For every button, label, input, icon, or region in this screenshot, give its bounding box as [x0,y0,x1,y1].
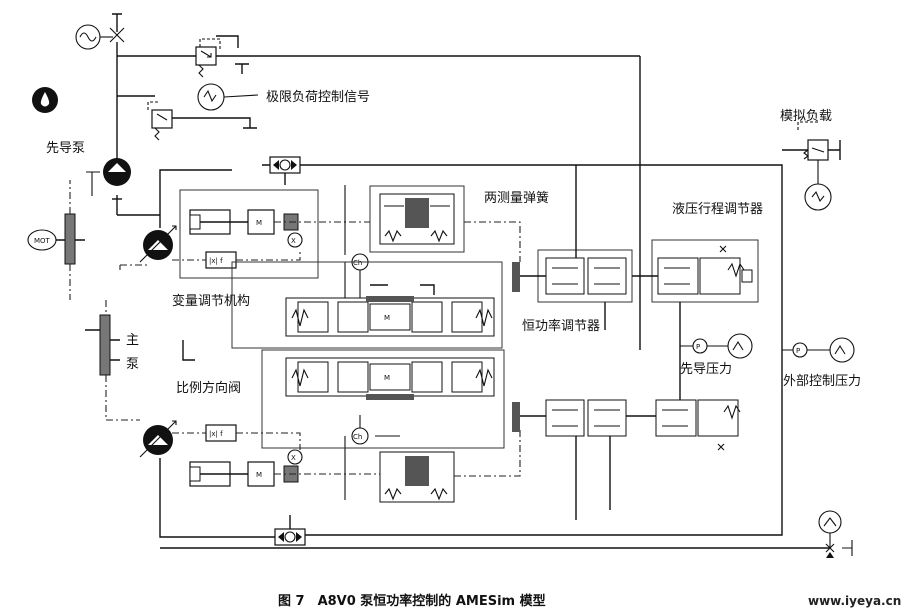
limit-load-signal-label: 极限负荷控制信号 [266,90,370,105]
constant-power-regulator-upper [512,257,627,295]
hydraulic-stroke-regulator-group [651,239,759,303]
lower-gain-block: |x| f [172,424,301,450]
signal-source-icon-top [75,24,101,50]
pilot-pump-label: 先导泵 [46,141,85,156]
lower-gain-label: |x| f [209,430,223,438]
ch-lower-label: Ch [353,433,362,441]
external-control-pressure-label: 外部控制压力 [783,374,861,389]
pilot-pressure-sensor: P [680,333,753,359]
stroke-regulator-upper [657,245,753,295]
external-control-pressure-sensor: P [782,337,855,363]
bottom-right-gauge [818,510,853,558]
lower-sensor-label: X [291,454,296,462]
upper-actuator: M X [189,209,370,248]
motor-block: MOT [27,213,85,265]
pilot-pressure-p-label: P [696,343,700,351]
limit-load-signal-source-icon [197,83,259,111]
watermark: www.iyeya.cn [808,594,901,608]
lower-directional-valve: M [285,357,495,400]
measuring-spring-upper [379,193,455,245]
upper-sensor-label: X [291,237,296,245]
proportional-valve-upper-group [231,261,503,349]
lower-mass-label: M [256,471,262,479]
constant-power-regulator-label: 恒功率调节器 [522,318,600,334]
measuring-springs-group [369,185,465,253]
stroke-regulator-lower [655,399,741,451]
figure-caption: 图 7 A8V0 泵恒功率控制的 AMESim 模型 [278,593,546,609]
shuttle-valve-bottom [274,528,306,546]
relief-valve-second [147,101,257,141]
motor-label: MOT [34,237,51,245]
simulated-load-label: 模拟负载 [780,109,832,124]
upper-directional-valve: M [285,284,495,337]
lower-actuator: M X [189,449,380,487]
fluid-properties-icon [32,87,58,113]
constant-power-regulator-lower [512,399,627,437]
pilot-pump-icon [86,158,131,200]
simulated-load-valve [797,121,841,211]
two-measuring-springs-label: 两测量弹簧 [484,190,549,206]
hydraulic-stroke-regulator-label: 液压行程调节器 [672,202,763,217]
main-pump-label-2: 泵 [126,357,139,372]
variable-mechanism-label: 变量调节机构 [172,293,250,309]
ch-sensor-lower: Ch [351,427,369,445]
proportional-valve-lower-group [261,349,505,449]
relief-valve-top [195,35,249,78]
variable-mechanism-group [179,189,319,279]
upper-valve-mass-label: M [384,314,390,322]
pilot-pressure-label: 先导压力 [680,362,732,377]
main-pump-label-1: 主 [126,333,139,348]
upper-gain-block: |x| f [172,250,301,269]
proportional-valve-label: 比例方向阀 [176,380,241,396]
lower-valve-mass-label: M [384,374,390,382]
measuring-spring-lower [379,430,521,503]
main-pump-upper-icon [139,225,177,263]
ch-upper-label: Ch [353,259,362,267]
top-tank-symbol [109,13,125,43]
shuttle-valve-top [269,156,301,174]
main-pump-shaft [85,314,120,376]
external-pressure-p-label: P [796,347,800,355]
main-pump-lower-icon [139,420,177,458]
upper-mass-label: M [256,219,262,227]
upper-gain-label: |x| f [209,257,223,265]
